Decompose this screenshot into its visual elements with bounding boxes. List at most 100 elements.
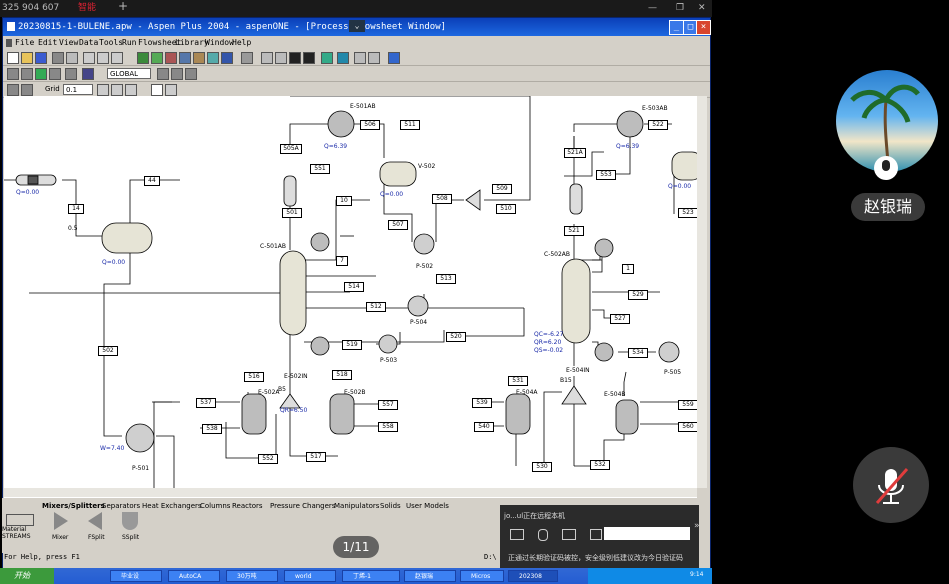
stream-557[interactable]: 557	[378, 400, 398, 410]
stream-14[interactable]: 14	[68, 204, 84, 214]
task-item-1[interactable]: 毕业设	[110, 570, 162, 582]
stream-529[interactable]: 529	[628, 290, 648, 300]
stream-522[interactable]: 522	[648, 120, 668, 130]
paste-icon[interactable]	[111, 52, 123, 64]
new-tab-icon[interactable]: +	[118, 0, 128, 13]
components-icon[interactable]	[179, 52, 191, 64]
palette-tab-reactors[interactable]: Reactors	[232, 502, 263, 510]
palette-tab-manipulators[interactable]: Manipulators	[334, 502, 379, 510]
setup-icon[interactable]	[165, 52, 177, 64]
zoom-icon[interactable]	[35, 68, 47, 80]
palette-tab-pressure-changers[interactable]: Pressure Changers	[270, 502, 335, 510]
stream-537[interactable]: 537	[196, 398, 216, 408]
palette-tab-solids[interactable]: Solids	[380, 502, 401, 510]
material-streams-icon[interactable]	[6, 514, 34, 526]
window-close-button[interactable]: ×	[696, 20, 711, 35]
stream-502[interactable]: 502	[98, 346, 118, 356]
stream-538[interactable]: 538	[202, 424, 222, 434]
chat-icon[interactable]	[510, 529, 524, 540]
expand-icon[interactable]: »	[694, 521, 700, 531]
stream-539[interactable]: 539	[472, 398, 492, 408]
text-icon[interactable]	[49, 68, 61, 80]
minimize-icon[interactable]: —	[648, 2, 657, 15]
stream-520[interactable]: 520	[446, 332, 466, 342]
menu-run[interactable]: Run	[122, 38, 136, 47]
stream-511[interactable]: 511	[400, 120, 420, 130]
undo-icon[interactable]	[354, 52, 366, 64]
stream-506[interactable]: 506	[360, 120, 380, 130]
rotate-icon[interactable]	[165, 84, 177, 96]
grid-size-select[interactable]: 0.1	[63, 84, 93, 95]
stream-530[interactable]: 530	[532, 462, 552, 472]
find-icon[interactable]	[157, 68, 169, 80]
task-item-2[interactable]: AutoCA	[168, 570, 220, 582]
stream-518[interactable]: 518	[332, 370, 352, 380]
grid-toggle-icon[interactable]	[21, 84, 33, 96]
help-icon[interactable]	[388, 52, 400, 64]
collapse-toggle-icon[interactable]: ⌄	[349, 20, 365, 32]
screen-icon[interactable]	[590, 529, 602, 540]
horizontal-scrollbar[interactable]	[4, 488, 697, 497]
stream-7[interactable]: 7	[336, 256, 348, 266]
menu-file[interactable]: File	[15, 38, 34, 47]
mic-off-button[interactable]	[853, 447, 929, 523]
stream-540[interactable]: 540	[474, 422, 494, 432]
stream-552[interactable]: 552	[258, 454, 278, 464]
palette-tab-heat-exchangers[interactable]: Heat Exchangers	[142, 502, 202, 510]
palette-tab-separators[interactable]: Separators	[102, 502, 140, 510]
menu-window[interactable]: Window	[205, 38, 234, 47]
stream-559[interactable]: 559	[678, 400, 697, 410]
data-browser-icon[interactable]	[151, 52, 163, 64]
stream-553[interactable]: 553	[596, 170, 616, 180]
stream-527[interactable]: 527	[610, 314, 630, 324]
menu-data[interactable]: Data	[79, 38, 98, 47]
browser-tab-label[interactable]: 智能	[78, 2, 96, 15]
mixer-icon[interactable]	[54, 512, 68, 530]
align-icon[interactable]	[21, 68, 33, 80]
flowsheet-drawing[interactable]: Q=0.00 Q=0.00 Q=6.39 Q=0.00 Q=6.39 QC=-6…	[4, 96, 697, 488]
print-preview-icon[interactable]	[66, 52, 78, 64]
cut-icon[interactable]	[83, 52, 95, 64]
task-item-8[interactable]: 202308	[508, 570, 558, 582]
stream-551[interactable]: 551	[310, 164, 330, 174]
reinit-icon[interactable]	[303, 52, 315, 64]
stream-505a[interactable]: 505A	[280, 144, 302, 154]
window-minimize-button[interactable]: _	[669, 20, 684, 35]
stream-508[interactable]: 508	[432, 194, 452, 204]
menu-edit[interactable]: Edit	[38, 38, 57, 47]
flowsheet-layout-icon[interactable]	[171, 68, 183, 80]
stop-icon[interactable]	[289, 52, 301, 64]
stream-1[interactable]: 1	[622, 264, 634, 274]
stream-560[interactable]: 560	[678, 422, 697, 432]
stream-519[interactable]: 519	[342, 340, 362, 350]
stream-514[interactable]: 514	[344, 282, 364, 292]
menu-help[interactable]: Help	[232, 38, 251, 47]
section-icon[interactable]	[82, 68, 94, 80]
stream-521[interactable]: 521	[564, 226, 584, 236]
vertical-scrollbar[interactable]	[697, 96, 707, 488]
check-results-icon[interactable]	[321, 52, 333, 64]
camera-icon[interactable]	[562, 529, 576, 540]
stream-517[interactable]: 517	[306, 452, 326, 462]
stream-513[interactable]: 513	[436, 274, 456, 284]
start-button[interactable]: 开始	[0, 568, 54, 584]
stream-512[interactable]: 512	[366, 302, 386, 312]
streams-icon[interactable]	[207, 52, 219, 64]
color-icon[interactable]	[65, 68, 77, 80]
stream-10[interactable]: 10	[336, 196, 352, 206]
task-item-6[interactable]: 赵银瑞	[404, 570, 456, 582]
stream-510[interactable]: 510	[496, 204, 516, 214]
menu-view[interactable]: View	[59, 38, 78, 47]
stream-558[interactable]: 558	[378, 422, 398, 432]
menu-tools[interactable]: Tools	[99, 38, 123, 47]
stream-44[interactable]: 44	[144, 176, 160, 186]
stream-532[interactable]: 532	[590, 460, 610, 470]
open-icon[interactable]	[21, 52, 33, 64]
pointer-icon[interactable]	[151, 84, 163, 96]
blocks-icon[interactable]	[221, 52, 233, 64]
section-select[interactable]: GLOBAL	[107, 68, 151, 79]
stream-509[interactable]: 509	[492, 184, 512, 194]
stream-507[interactable]: 507	[388, 220, 408, 230]
menu-library[interactable]: Library	[175, 38, 209, 47]
palette-tab-columns[interactable]: Columns	[200, 502, 230, 510]
